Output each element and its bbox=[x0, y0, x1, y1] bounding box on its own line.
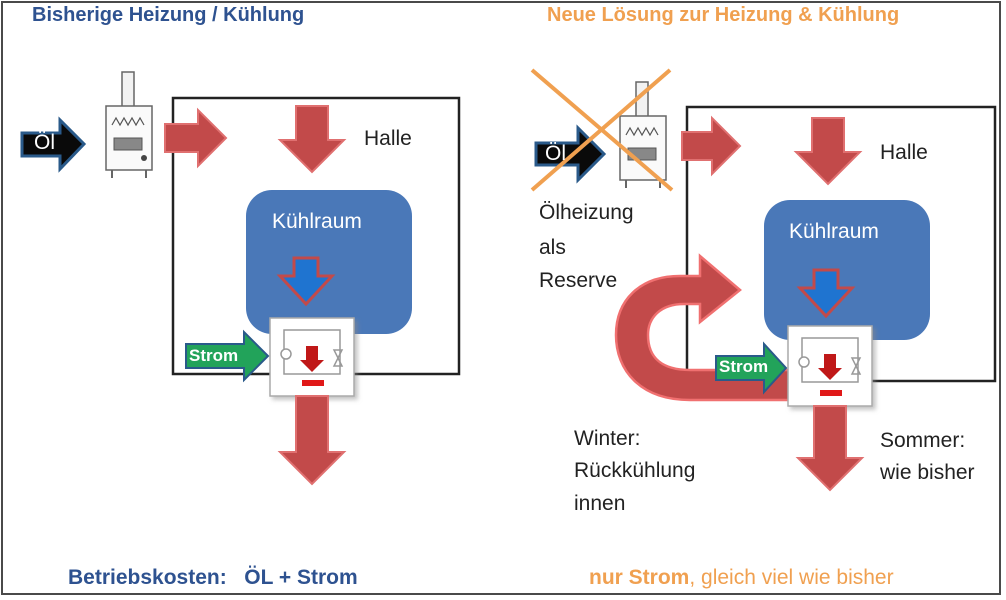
right-oil-label: Öl bbox=[545, 142, 566, 165]
footer-operating-costs: Betriebskosten: ÖL + Strom bbox=[68, 566, 358, 590]
footer-left-value: ÖL + Strom bbox=[244, 566, 358, 589]
right-title: Neue Lösung zur Heizung & Kühlung bbox=[547, 4, 900, 26]
left-title: Bisherige Heizung / Kühlung bbox=[32, 4, 305, 26]
right-cold-room bbox=[764, 200, 930, 340]
right-heat-pump-icon bbox=[787, 325, 873, 407]
left-oil-input-arrow bbox=[20, 116, 87, 173]
right-hall-label: Halle bbox=[880, 141, 928, 164]
reserve-note-line-2: als bbox=[539, 236, 566, 259]
left-heat-arrow-right bbox=[164, 107, 228, 169]
right-cross-out-mark bbox=[530, 68, 674, 192]
left-heat-pump-icon bbox=[269, 317, 355, 397]
summer-note-line-1: Sommer: bbox=[880, 429, 966, 452]
left-power-label: Strom bbox=[189, 346, 239, 365]
right-cold-arrow bbox=[796, 268, 856, 319]
reserve-note-line-1: Ölheizung bbox=[539, 201, 634, 224]
summer-note-line-2: wie bisher bbox=[880, 461, 975, 484]
left-hall-label: Halle bbox=[364, 127, 412, 150]
right-winter-recirculation-arrow bbox=[614, 253, 792, 402]
left-oil-label: Öl bbox=[34, 131, 55, 154]
footer-left-label: Betriebskosten: bbox=[68, 566, 227, 589]
right-power-label: Strom bbox=[719, 357, 769, 376]
right-cold-room-label: Kühlraum bbox=[789, 220, 879, 243]
winter-note-line-2: Rückkühlung bbox=[574, 459, 696, 482]
left-heat-arrow-down bbox=[277, 105, 347, 174]
winter-note-line-3: innen bbox=[574, 492, 626, 515]
left-cold-room-label: Kühlraum bbox=[272, 210, 362, 233]
left-cold-room bbox=[246, 190, 412, 334]
left-cold-arrow bbox=[276, 256, 336, 307]
right-power-arrow bbox=[715, 341, 788, 395]
right-summer-exhaust-arrow bbox=[795, 405, 865, 492]
footer-right-rest: , gleich viel wie bisher bbox=[689, 566, 894, 589]
left-exhaust-arrow bbox=[277, 395, 347, 486]
winter-note-line-1: Winter: bbox=[574, 427, 641, 450]
reserve-note-line-3: Reserve bbox=[539, 269, 618, 292]
left-power-arrow bbox=[185, 329, 270, 383]
right-heat-arrow-down bbox=[793, 117, 863, 186]
right-heater-icon bbox=[619, 81, 667, 188]
left-heater-icon bbox=[105, 71, 153, 178]
right-heat-arrow-right bbox=[681, 115, 742, 177]
footer-new-solution: nur Strom, gleich viel wie bisher bbox=[589, 566, 894, 590]
footer-right-strong: nur Strom bbox=[589, 566, 690, 589]
